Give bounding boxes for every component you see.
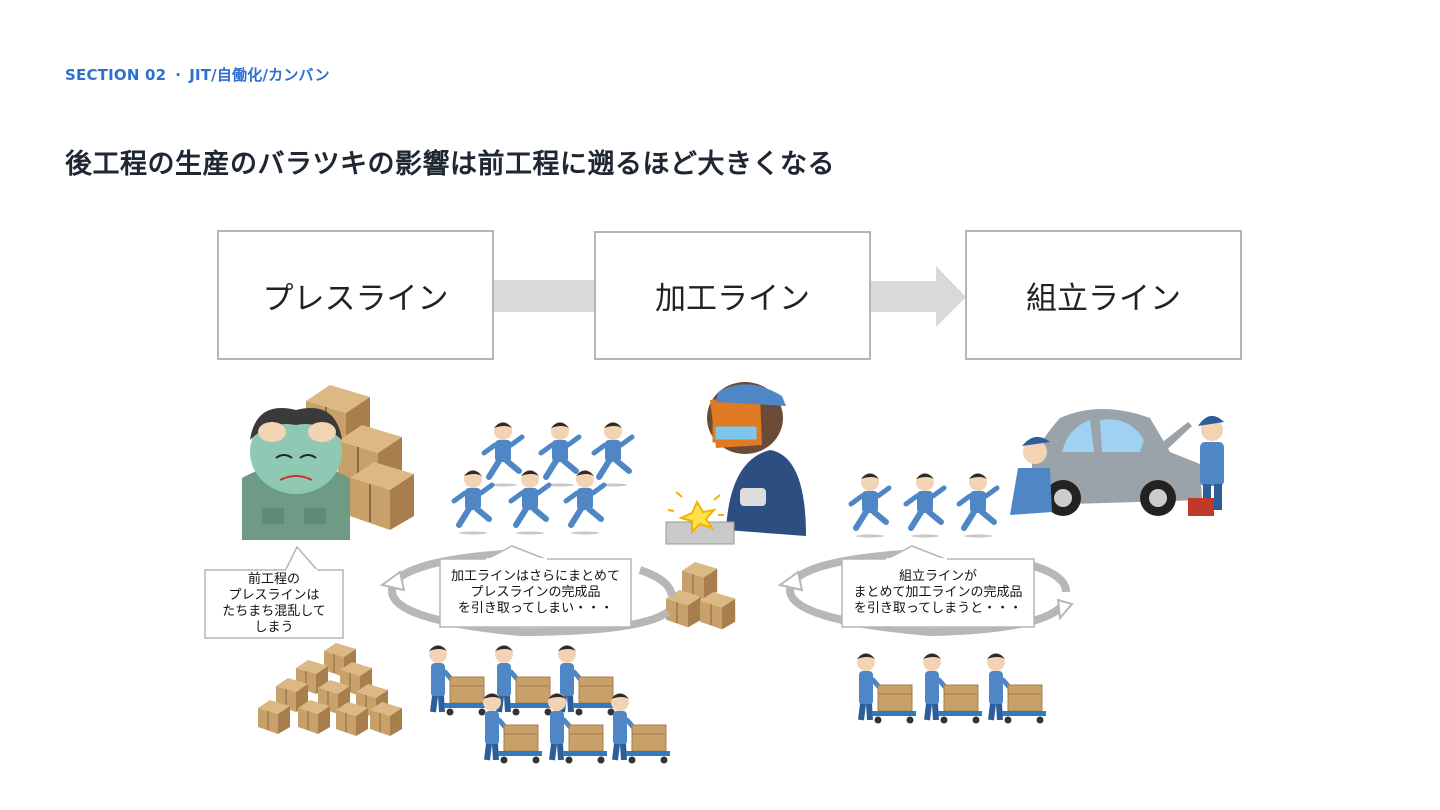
section-separator: · xyxy=(175,66,182,84)
welder-icon xyxy=(665,382,806,545)
cart-worker-icon xyxy=(857,653,1046,724)
speech-bubble-machining: 加工ラインはさらにまとめて プレスラインの完成品 を引き取ってしまい・・・ xyxy=(440,559,631,627)
section-topic: JIT/自働化/カンバン xyxy=(189,66,330,84)
speech-bubble-press-text: 前工程の プレスラインは たちまち混乱して しまう xyxy=(222,572,326,635)
flow-arrow-2 xyxy=(870,266,966,327)
section-label: SECTION 02 · JIT/自働化/カンバン xyxy=(65,64,330,85)
car-mechanics-icon xyxy=(1010,409,1224,516)
machining-line-box: 加工ライン xyxy=(594,231,871,360)
speech-bubble-assembly: 組立ラインが まとめて加工ラインの完成品 を引き取ってしまうと・・・ xyxy=(842,559,1034,627)
cardboard-boxes-icon xyxy=(665,561,736,630)
speech-bubble-assembly-text: 組立ラインが まとめて加工ラインの完成品 を引き取ってしまうと・・・ xyxy=(853,569,1023,616)
circular-arrow-head xyxy=(777,570,804,592)
cardboard-boxes-icon xyxy=(257,642,403,737)
flow-arrow-1 xyxy=(493,280,596,312)
speech-bubble-press-tail xyxy=(283,545,320,572)
running-workers-icon xyxy=(851,473,997,538)
section-number: SECTION 02 xyxy=(65,66,167,84)
speech-bubble-press-frame xyxy=(204,569,344,639)
confused-worker-icon xyxy=(242,408,350,540)
spark-icon xyxy=(667,491,724,535)
press-line-label: プレスライン xyxy=(262,280,449,317)
speech-bubble-tail-seam xyxy=(886,558,947,561)
speech-bubble-tail-seam xyxy=(486,558,547,561)
circular-arrow-head xyxy=(1056,598,1074,621)
assembly-line-label: 組立ライン xyxy=(1026,280,1181,317)
speech-bubble-press: 前工程の プレスラインは たちまち混乱して しまう xyxy=(205,570,343,638)
speech-bubble-tail-seam xyxy=(286,569,317,572)
speech-bubble-machining-frame xyxy=(439,558,632,628)
speech-bubble-machining-text: 加工ラインはさらにまとめて プレスラインの完成品 を引き取ってしまい・・・ xyxy=(450,569,620,616)
circular-arrow-head xyxy=(379,570,406,592)
page-title: 後工程の生産のバラツキの影響は前工程に遡るほど大きくなる xyxy=(65,149,835,180)
cart-worker-icon xyxy=(429,645,670,764)
speech-bubble-assembly-frame xyxy=(841,558,1035,628)
machining-line-label: 加工ライン xyxy=(655,281,810,317)
running-workers-icon xyxy=(454,422,632,535)
press-line-box: プレスライン xyxy=(217,230,494,360)
assembly-line-box: 組立ライン xyxy=(965,230,1242,360)
